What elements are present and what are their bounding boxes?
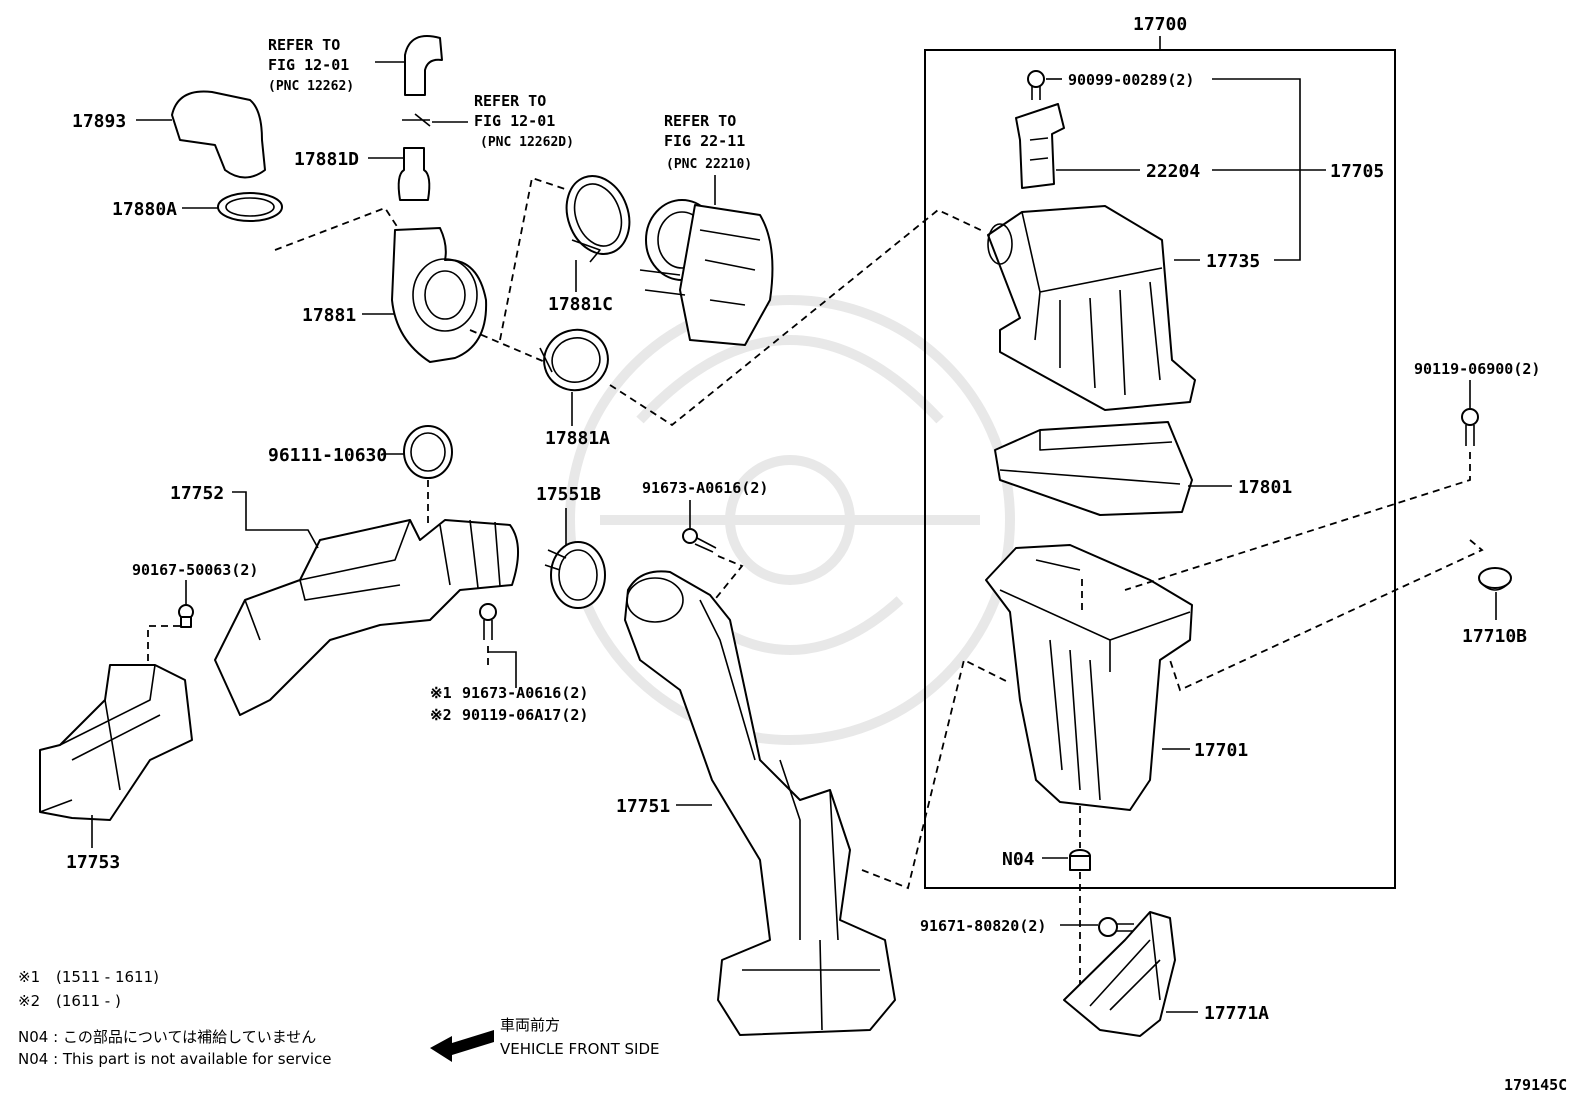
connector-17881-17881C (499, 176, 569, 341)
connector-90167-17753 (147, 625, 180, 662)
label-17771A: 17771A (1204, 1003, 1269, 1024)
ref3-line2: FIG 22-11 (664, 132, 745, 150)
note-n04-japanese: N04 : この部品については補給していません (18, 1028, 316, 1046)
part-90167-clip-shape (178, 604, 194, 628)
label-91673-note1: 91673-A0616(2) (462, 684, 588, 702)
label-22204: 22204 (1146, 161, 1200, 182)
ref2-line2: FIG 12-01 (474, 112, 555, 130)
label-17881: 17881 (302, 305, 356, 326)
label-90119-06900: 90119-06900(2) (1414, 360, 1540, 378)
note1-text: (1511 - 1611) (56, 968, 159, 986)
note2-text: (1611 - ) (56, 992, 121, 1010)
ref2-line1: REFER TO (474, 92, 546, 110)
label-90167-50063: 90167-50063(2) (132, 561, 258, 579)
part-N04-grommet-shape (1069, 849, 1091, 871)
label-90099-00289: 90099-00289(2) (1068, 71, 1194, 89)
throttle-body-pnc22210-shape (639, 199, 774, 346)
clip-pnc12262d-shape (402, 113, 431, 127)
connector-17710B-17701 (1169, 539, 1484, 692)
connector-91673-17751 (707, 555, 744, 609)
label-17752: 17752 (170, 483, 224, 504)
connector-17880A-17881 (274, 206, 399, 251)
label-90119-note2: 90119-06A17(2) (462, 706, 588, 724)
part-91671-bolt-shape (1098, 917, 1134, 937)
watermark-emblem (565, 295, 1015, 745)
label-N04: N04 (1002, 849, 1035, 870)
label-17880A: 17880A (112, 199, 177, 220)
ref1-line1: REFER TO (268, 36, 340, 54)
connector-17881A-17735 (609, 208, 986, 427)
part-90119-bolt-right-shape (1461, 408, 1479, 446)
connector-90119-17701 (1124, 452, 1471, 591)
part-91673-bolt-top-shape (682, 528, 717, 553)
label-96111-10630: 96111-10630 (268, 445, 387, 466)
part-17881A-shape (543, 328, 609, 392)
label-17710B: 17710B (1462, 626, 1527, 647)
label-17700: 17700 (1133, 14, 1187, 35)
label-mark2: ※2 (430, 706, 452, 724)
label-17881A: 17881A (545, 428, 610, 449)
label-mark1: ※1 (430, 684, 452, 702)
front-direction-arrow-icon (430, 1030, 494, 1062)
part-90099-screw-shape (1027, 70, 1045, 100)
part-17735-shape (987, 205, 1196, 411)
part-17753-shape (39, 664, 193, 821)
label-17551B: 17551B (536, 484, 601, 505)
connector-17751-17701 (861, 658, 1009, 890)
label-17751: 17751 (616, 796, 670, 817)
part-17801-shape (994, 421, 1193, 516)
front-label-english: VEHICLE FRONT SIDE (500, 1040, 660, 1058)
ref3-line1: REFER TO (664, 112, 736, 130)
label-91671-80820: 91671-80820(2) (920, 917, 1046, 935)
leader-17752 (232, 491, 319, 549)
label-17881D: 17881D (294, 149, 359, 170)
part-17881C-shape (565, 175, 631, 255)
ref1-line2: FIG 12-01 (268, 56, 349, 74)
part-17881-shape (391, 227, 488, 363)
label-17735: 17735 (1206, 251, 1260, 272)
part-17893-shape (171, 90, 266, 179)
label-17701: 17701 (1194, 740, 1248, 761)
label-17801: 17801 (1238, 477, 1292, 498)
hose-pnc12262-shape (404, 35, 443, 96)
label-17881C: 17881C (548, 294, 613, 315)
ref2-line3: (PNC 12262D) (480, 135, 574, 150)
connector-17881-17881A (469, 329, 546, 363)
label-17705: 17705 (1330, 161, 1384, 182)
note-n04-english: N04 : This part is not available for ser… (18, 1050, 332, 1068)
ref1-line3: (PNC 12262) (268, 79, 354, 94)
part-17881D-shape (397, 147, 431, 201)
diagram-id: 179145C (1504, 1076, 1567, 1094)
part-17701-shape (985, 544, 1193, 811)
part-22204-shape (1015, 103, 1065, 189)
part-17752-shape (214, 519, 520, 716)
part-91673-90119-bolt-shape (479, 603, 497, 640)
label-17893: 17893 (72, 111, 126, 132)
label-91673-top: 91673-A0616(2) (642, 479, 768, 497)
note1-mark: ※1 (18, 968, 40, 986)
label-17753: 17753 (66, 852, 120, 873)
part-17710B-plug-shape (1478, 567, 1512, 591)
front-label-japanese: 車両前方 (500, 1016, 560, 1034)
ref3-line3: (PNC 22210) (666, 157, 752, 172)
note2-mark: ※2 (18, 992, 40, 1010)
